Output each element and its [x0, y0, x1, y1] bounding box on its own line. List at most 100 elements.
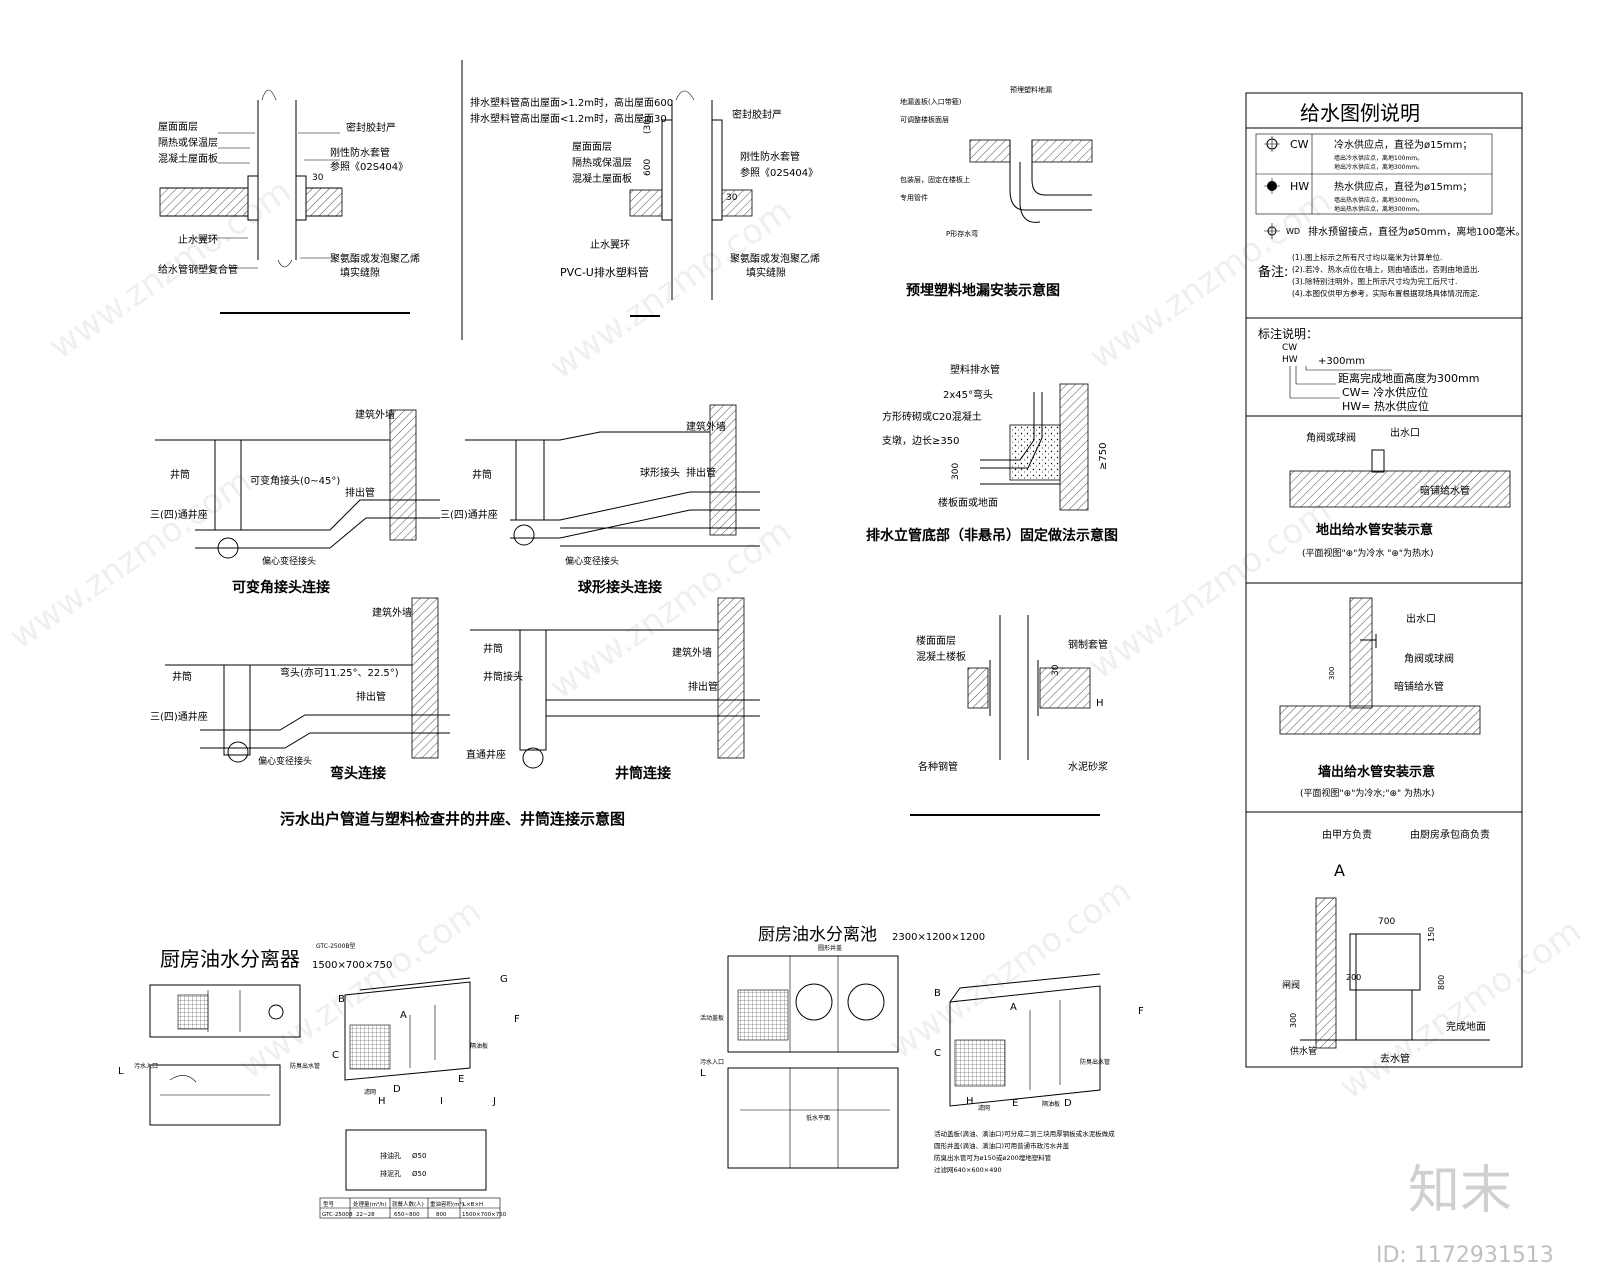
label: 球形接头 — [640, 466, 680, 479]
letter: F — [1138, 1006, 1144, 1017]
label: 防臭出水管 — [1080, 1058, 1110, 1066]
riser-base-detail: 塑料排水管 2x45°弯头 方形砖砌或C20混凝土 支墩，边长≥350 楼板面或… — [866, 363, 1118, 544]
label: PVC-U排水塑料管 — [560, 265, 649, 279]
separator-model: GTC-2500B型 — [316, 942, 356, 950]
label: 井筒 — [170, 468, 190, 481]
label: 暗铺给水管 — [1394, 680, 1444, 693]
label: 隔热或保温层 — [158, 136, 218, 149]
letter: E — [1012, 1098, 1018, 1109]
separator-title: 厨房油水分离器 — [160, 947, 300, 971]
label: 可调整楼板面层 — [900, 115, 949, 124]
label: 密封胶封严 — [346, 121, 396, 134]
label: 建筑外墙 — [686, 420, 726, 433]
oil-water-separator-device: 厨房油水分离器 1500×700×750 GTC-2500B型 B A C H … — [118, 942, 520, 1219]
label: 三(四)通井座 — [150, 508, 208, 521]
label: 参照《02S404》 — [740, 166, 818, 179]
dimension: H — [1096, 698, 1104, 709]
label: 地漏盖板(入口带箍) — [900, 97, 962, 106]
label: 建筑外墙 — [672, 646, 712, 659]
legend-subtext: 地出冷水供应点，离地300mm。 — [1334, 163, 1423, 171]
legend-subtext: 地出热水供应点，离地300mm。 — [1334, 205, 1423, 213]
dimension: ≥750 — [1098, 443, 1109, 470]
label: 填实缝隙 — [746, 266, 786, 279]
mark-title: 标注说明： — [1258, 326, 1318, 341]
note-line: 活动盖板(滴油、滴油口)可分成二到三块用厚钢板或水泥板做成 — [934, 1129, 1115, 1138]
label: 低水平面 — [806, 1114, 830, 1122]
mark-item: HW — [1282, 355, 1298, 365]
table-header: 型号 — [323, 1200, 335, 1208]
label: 滤网 — [364, 1088, 376, 1096]
detail-subtitle: (平面视图"⊕"为冷水;"⊕" 为热水) — [1300, 787, 1435, 799]
label: 隔油板 — [1042, 1100, 1060, 1108]
label: 止水翼环 — [178, 234, 218, 246]
dimension: 600 — [643, 159, 653, 176]
label: 聚氨酯或发泡聚乙烯 — [730, 252, 820, 265]
label: 井筒 — [172, 670, 192, 683]
dimension: 200 — [1346, 973, 1361, 982]
label: 滤网 — [978, 1104, 990, 1112]
label: 隔热或保温层 — [572, 156, 632, 169]
letter: H — [966, 1096, 974, 1107]
label: 预埋塑料地漏 — [1010, 85, 1052, 94]
detail-title: 排水立管底部（非悬吊）固定做法示意图 — [866, 527, 1118, 544]
ball-joint-connection: 建筑外墙 井筒 球形接头 排出管 三(四)通井座 偏心变径接头 球形接头连接 — [440, 404, 760, 596]
note-line: (4).本图仅供甲方参考，实际布置根据现场具体情况而定. — [1292, 288, 1480, 298]
letter: D — [393, 1084, 401, 1095]
label: 三(四)通井座 — [440, 508, 498, 521]
label: 角阀或球阀 — [1306, 431, 1356, 444]
table-cell: GTC-2500B — [322, 1212, 353, 1218]
separator-title: 厨房油水分离池 — [758, 925, 877, 945]
label: 填实缝隙 — [340, 266, 380, 279]
label: 方形砖砌或C20混凝土 — [882, 410, 982, 423]
label: 完成地面 — [1446, 1020, 1486, 1033]
letter: F — [514, 1014, 520, 1025]
note-line: (2).若冷、热水点位在墙上，则由墙造出，否则由地造出. — [1292, 264, 1480, 274]
label: 排油孔 — [380, 1151, 401, 1160]
legend-code: HW — [1290, 180, 1309, 193]
note-line: (3).除特别注明外，图上所示尺寸均为完工后尺寸. — [1292, 276, 1457, 286]
legend-code: WD — [1286, 227, 1300, 236]
dimension: 30 — [312, 173, 324, 183]
dimension: 300 — [1289, 1013, 1298, 1028]
dimension: 30 — [726, 193, 738, 203]
label: 暗铺给水管 — [1420, 484, 1470, 497]
watermark-site-text: www.znzmo.com — [1332, 911, 1588, 1107]
legend-text: 热水供应点，直径为ø15mm； — [1334, 180, 1472, 193]
label: 井筒 — [483, 642, 503, 655]
note-line: 圆形井盖(滴油、滴油口)可用普通市政污水井盖 — [934, 1141, 1070, 1150]
label: 可变角接头(0~45°) — [250, 474, 340, 487]
letter: G — [500, 974, 508, 985]
steel-sleeve-detail: 楼面面层 混凝土楼板 钢制套管 各种钢管 水泥砂浆 30 H — [910, 615, 1108, 816]
detail-title: 墙出给水管安装示意 — [1318, 764, 1435, 780]
label: 屋面面层 — [158, 121, 198, 133]
letter: D — [1064, 1098, 1072, 1109]
detail-title: 球形接头连接 — [578, 579, 662, 596]
label: 排出管 — [688, 680, 718, 693]
label: 污水入口 — [134, 1062, 158, 1070]
letter: C — [934, 1048, 941, 1059]
label: 排出管 — [356, 690, 386, 703]
label: 圆形井盖 — [818, 944, 842, 952]
dimension: (30) — [643, 116, 653, 134]
table-cell: 22~28 — [356, 1212, 375, 1218]
label: 混凝土楼板 — [916, 650, 966, 663]
label: 三(四)通井座 — [150, 710, 208, 723]
dimension: 800 — [1437, 975, 1446, 990]
label: 止水翼环 — [590, 239, 630, 251]
roof-penetration-detail-2: 排水塑料管高出屋面>1.2m时，高出屋面600 排水塑料管高出屋面<1.2m时，… — [470, 90, 820, 317]
label: 排出管 — [345, 486, 375, 499]
label: 直通井座 — [466, 748, 506, 761]
label: 弯头(亦可11.25°、22.5°) — [280, 666, 399, 679]
watermark-site-text: www.znzmo.com — [1082, 491, 1338, 687]
dimension: 300 — [951, 463, 961, 480]
detail-title: 弯头连接 — [330, 765, 386, 782]
label: 井筒 — [472, 468, 492, 481]
mark-item: +300mm — [1318, 356, 1365, 367]
legend-code: CW — [1290, 138, 1309, 151]
label: 密封胶封严 — [732, 108, 782, 121]
mark-item: CW — [1282, 343, 1297, 353]
legend-subtext: 墙出热水供应点，离地300mm。 — [1334, 196, 1423, 204]
floor-drain-detail: 地漏盖板(入口带箍) 预埋塑料地漏 可调整楼板面层 包装层，固定在楼板上 专用管… — [900, 85, 1093, 299]
label: 支墩，边长≥350 — [882, 434, 959, 447]
